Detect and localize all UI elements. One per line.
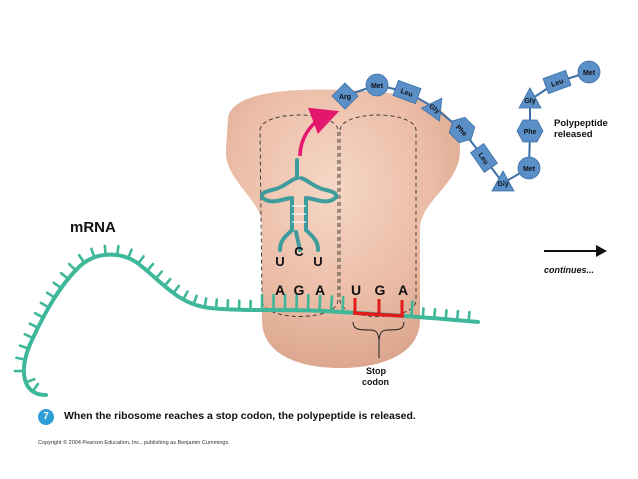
- mrna-base-tick: [341, 295, 345, 314]
- amino-acid: Leu: [470, 143, 498, 173]
- mrna-base-tick: [24, 377, 36, 384]
- amino-acid: Leu: [392, 79, 422, 105]
- mrna-base-tick: [192, 294, 198, 306]
- mrna-base-tick: [31, 382, 40, 393]
- continues-label: continues...: [544, 265, 594, 275]
- amino-acid: Leu: [542, 69, 572, 95]
- mrna-base-tick: [103, 244, 107, 257]
- mrna-base-tick: [126, 248, 133, 260]
- amino-acid: Phe: [448, 116, 476, 144]
- mrna-base-tick: [145, 262, 155, 273]
- codon-base: A: [275, 282, 285, 298]
- amino-acid-label: Leu: [550, 78, 564, 89]
- anticodon-base: C: [294, 244, 304, 259]
- step-number-badge: 7: [38, 409, 54, 425]
- mrna-base-tick: [15, 356, 27, 361]
- amino-acid-label: Met: [583, 70, 596, 77]
- mrna-base-tick: [203, 297, 208, 309]
- mrna-base-tick: [421, 307, 425, 319]
- continues-arrow-icon: [544, 245, 607, 257]
- mrna-bases: [13, 244, 471, 393]
- anticodon: U C U: [275, 244, 322, 269]
- mrna-base-tick: [444, 308, 448, 321]
- mrna-base-tick: [181, 290, 189, 301]
- amino-acid: Met: [517, 156, 541, 180]
- mrna-base-tick: [28, 322, 40, 329]
- stop-label: Stop: [366, 366, 386, 376]
- mrna-base-tick: [18, 344, 30, 350]
- trna: [259, 158, 339, 252]
- mrna-strand: [21, 252, 480, 397]
- amino-acid: Gly: [491, 170, 515, 192]
- codon-base: A: [398, 282, 408, 298]
- p-site-codon: A G A: [275, 282, 325, 298]
- codon-base: G: [294, 282, 305, 298]
- mrna-label: mRNA: [70, 219, 116, 236]
- anticodon-base: U: [313, 254, 322, 269]
- ribosome: [225, 89, 460, 368]
- mrna-base-tick: [410, 300, 414, 318]
- codon-base: A: [315, 282, 325, 298]
- mrna-base-tick: [329, 295, 334, 313]
- mrna-base-tick: [23, 332, 35, 340]
- mrna-base-tick: [154, 270, 164, 280]
- amino-acid-label: Met: [371, 83, 384, 90]
- polypeptide-label: Polypeptide: [554, 118, 608, 129]
- mrna-base-tick: [33, 311, 45, 319]
- mrna-base-tick: [467, 310, 471, 323]
- trna-rungs: [292, 205, 306, 223]
- amino-acid: Gly: [518, 87, 542, 109]
- copyright-notice: Copyright © 2004 Pearson Education, Inc.…: [38, 440, 230, 446]
- amino-acid: Phe: [516, 119, 544, 143]
- mrna-base-tick: [163, 277, 172, 288]
- amino-acid-label: Leu: [399, 88, 413, 99]
- mrna-base-tick: [115, 244, 120, 257]
- amino-acid-label: Gly: [524, 98, 535, 105]
- mrna-base-tick: [318, 294, 322, 313]
- stop-codon-marker: [352, 298, 405, 318]
- mrna-base-tick: [90, 247, 96, 259]
- amino-acid: Gly: [420, 97, 443, 122]
- amino-acid: Arg: [331, 82, 359, 110]
- mrna-base-tick: [136, 255, 145, 265]
- mrna-base-tick: [45, 291, 56, 299]
- stop-codon-letters: U G A: [351, 282, 408, 298]
- mrna-base-tick: [172, 284, 181, 295]
- amino-acid-label: Met: [523, 166, 536, 173]
- mrna-base-tick: [77, 253, 86, 264]
- amino-acid-label: Phe: [524, 129, 537, 136]
- mrna-base-tick: [432, 307, 437, 320]
- mrna-base-tick: [59, 271, 70, 281]
- codon-label: codon: [362, 377, 389, 387]
- peptide-transfer-arrow: [298, 107, 340, 157]
- released-label: released: [554, 129, 593, 140]
- codon-base: G: [375, 282, 386, 298]
- mrna-base-tick: [67, 262, 78, 272]
- step-caption: When the ribosome reaches a stop codon, …: [64, 410, 416, 422]
- mrna-base-tick: [52, 281, 63, 290]
- mrna-base-tick: [39, 301, 51, 309]
- amino-acid: Met: [577, 60, 601, 84]
- mrna-base-tick: [455, 309, 460, 322]
- amino-acid-label: Arg: [339, 94, 351, 101]
- amino-acid: Met: [365, 73, 389, 97]
- amino-acid-label: Gly: [497, 181, 508, 188]
- codon-base: U: [351, 282, 361, 298]
- anticodon-base: U: [275, 254, 284, 269]
- mrna-base-tick: [214, 298, 219, 310]
